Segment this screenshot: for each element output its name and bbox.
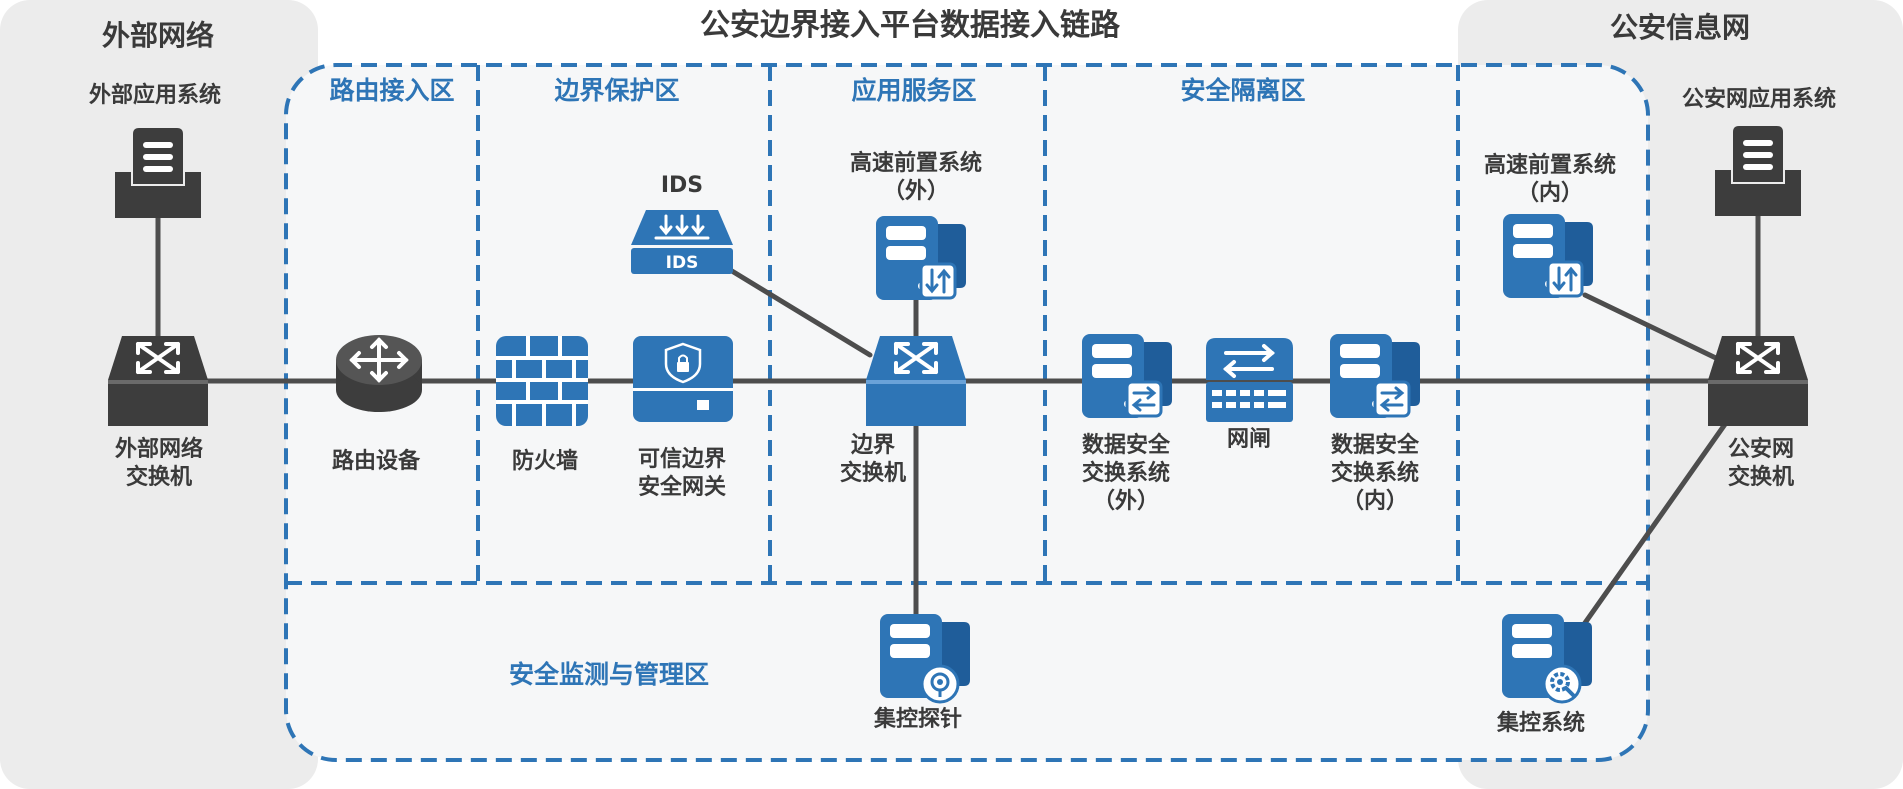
police-network-title: 公安信息网 <box>1609 11 1751 44</box>
external-network-title: 外部网络 <box>101 19 215 52</box>
switch-icon <box>1708 336 1808 426</box>
zone-monitor-label: 安全监测与管理区 <box>508 660 710 689</box>
server-icon <box>1503 214 1593 298</box>
ids-badge: IDS <box>666 253 699 273</box>
b-switch-label: 边界交换机 <box>839 433 907 486</box>
platform-border <box>284 63 1650 762</box>
zone-routing-label: 路由接入区 <box>329 76 455 105</box>
hs-in-label: 高速前置系统（内） <box>1483 153 1617 206</box>
police-app-label: 公安网应用系统 <box>1681 87 1837 112</box>
ids-label: IDS <box>660 173 704 198</box>
link-ids-bswitch <box>724 265 873 358</box>
link-pswitch-ctrl <box>1577 417 1731 633</box>
switch-icon <box>108 336 208 426</box>
probe-label: 集控探针 <box>873 707 963 732</box>
ext-app-label: 外部应用系统 <box>88 83 222 108</box>
ctrl-label: 集控系统 <box>1496 711 1586 736</box>
netgap-icon <box>1206 338 1293 422</box>
zone-borders <box>284 63 1650 762</box>
firewall-icon <box>496 336 588 426</box>
zone-isolation-label: 安全隔离区 <box>1180 76 1306 105</box>
platform-area <box>286 65 1648 760</box>
ids-icon: IDS <box>631 210 733 274</box>
server-icon <box>876 216 966 300</box>
server-icon <box>1082 334 1172 418</box>
zone-app-service-label: 应用服务区 <box>851 76 977 105</box>
link-hsin-pswitch <box>1582 292 1723 363</box>
gateway-icon <box>633 336 733 422</box>
gateway-label: 可信边界安全网关 <box>637 447 727 500</box>
dx-out-label: 数据安全交换系统（外） <box>1081 433 1171 514</box>
zone-boundary-label: 边界保护区 <box>554 76 680 105</box>
p-switch-label: 公安网交换机 <box>1727 437 1795 490</box>
router-label: 路由设备 <box>331 449 421 474</box>
firewall-label: 防火墙 <box>511 449 579 474</box>
server-gear-icon <box>1502 614 1592 704</box>
dx-in-label: 数据安全交换系统（内） <box>1330 433 1420 514</box>
gap-label: 网闸 <box>1226 427 1272 452</box>
server-probe-icon <box>880 614 970 704</box>
ext-switch-label: 外部网络交换机 <box>114 437 204 490</box>
diagram-title: 公安边界接入平台数据接入链路 <box>700 8 1120 43</box>
switch-icon <box>866 336 966 426</box>
router-icon <box>336 335 422 412</box>
server-icon <box>1330 334 1420 418</box>
hs-out-label: 高速前置系统（外） <box>849 151 983 204</box>
